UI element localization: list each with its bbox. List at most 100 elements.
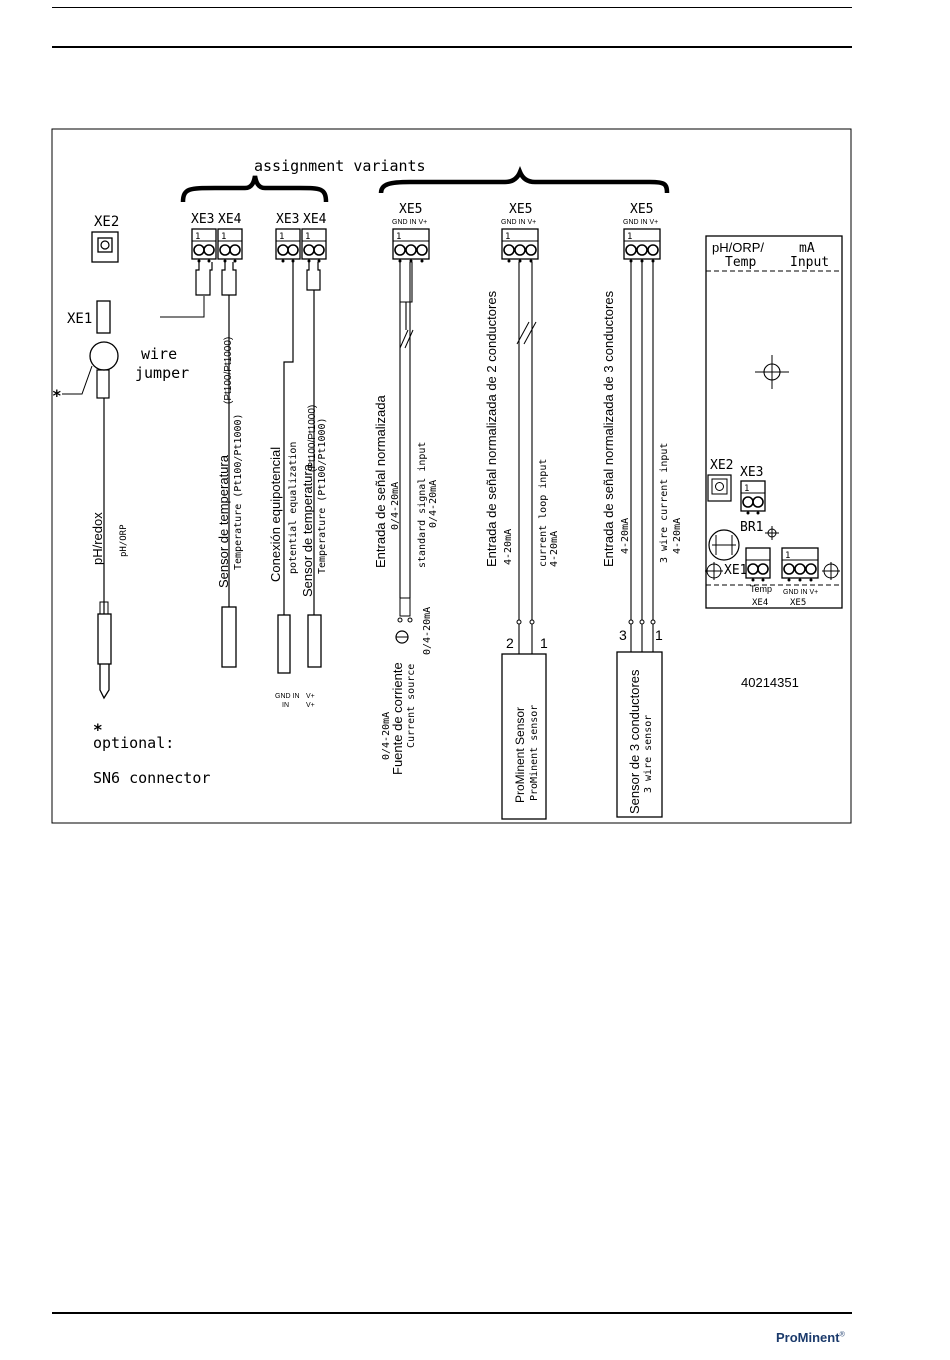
std-break-mark-1 [399, 329, 409, 349]
std-label-en: standard signal input [417, 442, 428, 568]
board-xe2-connector [707, 474, 732, 502]
std-source-range-small: 0/4-20mA [422, 607, 433, 655]
ph-cable-gland [89, 341, 119, 371]
board-xe3-pin1: 1 [744, 484, 749, 494]
std-terminal-dot-1 [397, 617, 403, 623]
part-number: 40214351 [741, 675, 799, 690]
equipotential-label-en: potential equalization [288, 442, 299, 574]
board-xe4-label: XE4 [752, 598, 768, 608]
xe5-pins-1: GND IN V+ [392, 219, 427, 226]
two-wire-num-2: 2 [506, 635, 514, 651]
std-source-bracket [399, 597, 411, 617]
xe2-label: XE2 [94, 214, 119, 230]
xe5-label-1: XE5 [399, 202, 422, 217]
registered-mark: ® [839, 1331, 845, 1339]
board-xe3-label: XE3 [740, 465, 763, 480]
xe5-pin1-3: 1 [627, 232, 632, 242]
board-xe5-pin1: 1 [785, 551, 790, 561]
xe3-pin1-2: 1 [279, 232, 284, 242]
xe5-pin1-1: 1 [396, 232, 401, 242]
board-crosshair-small-2 [705, 562, 723, 580]
board-crosshair-small-1 [765, 526, 779, 540]
std-break-mark-2 [404, 329, 414, 349]
std-range-es: 0/4-20mA [390, 482, 401, 530]
board-xe5-label: XE5 [790, 598, 806, 608]
equipotential-wire [283, 262, 294, 615]
xe5-pins-2: GND IN V+ [501, 219, 536, 226]
two-wire-break-2 [523, 321, 537, 345]
diagram-title: assignment variants [254, 157, 426, 175]
prominent-sensor-label-es: ProMinent Sensor [513, 707, 527, 803]
wire-jumper [195, 262, 213, 296]
board-ma-label: mA [799, 241, 815, 256]
xe4-label-2: XE4 [303, 212, 327, 227]
std-range-en: 0/4-20mA [428, 480, 439, 528]
temp-sensor-1-label-es: Sensor de temperatura [216, 454, 231, 588]
three-wire-range: 4-20mA [620, 518, 631, 554]
prominent-logo: ProMinent® [776, 1330, 845, 1345]
xe3-label-2: XE3 [276, 212, 299, 227]
jumper-label: jumper [135, 364, 189, 382]
board-temp-label: Temp [725, 255, 756, 270]
three-wire-sensor-label-en: 3 wire sensor [643, 715, 654, 793]
temp-sensor-2-pt-es: (Pt100/Pt1000) [307, 405, 318, 472]
three-wire-terminal-a [628, 619, 634, 625]
three-wire-label-es: Entrada de señal normalizada de 3 conduc… [601, 290, 616, 567]
two-wire-terminal-b [529, 619, 535, 625]
ph-label-es: pH/redox [90, 512, 105, 565]
xe3-label-1: XE3 [191, 212, 214, 227]
xe2-connector [91, 231, 119, 263]
board-xe1-socket [708, 529, 740, 561]
wire-jumper-pointer [160, 296, 205, 318]
three-wire-sensor-label-es: Sensor de 3 conductores [627, 669, 642, 814]
xe5-pins-3: GND IN V+ [623, 219, 658, 226]
header-rule-top [52, 7, 852, 8]
ph-cable-sleeve [96, 369, 110, 399]
board-outline [705, 235, 843, 609]
three-wire-terminal-c [650, 619, 656, 625]
equipotential-label-es: Conexión equipotencial [268, 447, 283, 582]
pin-v-label: V+ [306, 693, 315, 700]
xe5-label-2: XE5 [509, 202, 532, 217]
two-wire-range: 4-20mA [503, 529, 514, 565]
std-terminal-dot-2 [407, 617, 413, 623]
std-signal-cable [399, 262, 413, 598]
current-source-range: 0/4-20mA [381, 712, 392, 760]
std-label-es: Entrada de señal normalizada [373, 395, 388, 568]
board-crosshair-small-3 [822, 562, 840, 580]
three-wire-range-en: 4-20mA [672, 518, 683, 554]
three-wire-label-en: 3 wire current input [659, 443, 670, 563]
board-br1-label: BR1 [740, 520, 763, 535]
current-source-label-en: Current source [406, 664, 417, 748]
pin-v-label-2: V+ [306, 702, 315, 709]
xe4-pin1-2: 1 [305, 232, 310, 242]
board-xe4-temp-label: Temp [750, 584, 772, 594]
xe4-label-1: XE4 [218, 212, 242, 227]
three-wire-num-3: 3 [619, 627, 627, 643]
three-wire-sensor-box [616, 651, 663, 818]
pin-gnd-in-label: GND IN [275, 693, 300, 700]
optional-label: optional: [93, 734, 174, 752]
temp-sensor-2-label-en: Temperature (Pt100/Pt1000) [317, 417, 328, 574]
header-rule [52, 46, 852, 48]
sn6-connector-label: SN6 connector [93, 769, 210, 787]
optional-asterisk: * [52, 386, 62, 405]
prominent-sensor-box [501, 653, 547, 820]
xe5-pin1-2: 1 [505, 232, 510, 242]
xe1-label: XE1 [67, 311, 92, 327]
prominent-sensor-label-en: ProMinent sensor [529, 705, 540, 801]
temp-sensor-1-probe [221, 606, 237, 668]
board-xe4-terminal [745, 547, 771, 583]
xe4-pin1-1: 1 [221, 232, 226, 242]
three-wire-terminal-b [639, 619, 645, 625]
two-wire-label-es: Entrada de señal normalizada de 2 conduc… [484, 290, 499, 567]
brand-name: ProMinent [776, 1330, 840, 1345]
optional-asterisk-note: * [93, 720, 103, 739]
board-mount-crosshair [755, 355, 789, 389]
ph-electrode [97, 600, 112, 700]
temp-sensor-2-label-es: Sensor de temperatura [300, 463, 315, 597]
board-input-label: Input [790, 255, 829, 270]
optional-pointer [62, 365, 93, 395]
two-wire-range-en: 4-20mA [549, 531, 560, 567]
